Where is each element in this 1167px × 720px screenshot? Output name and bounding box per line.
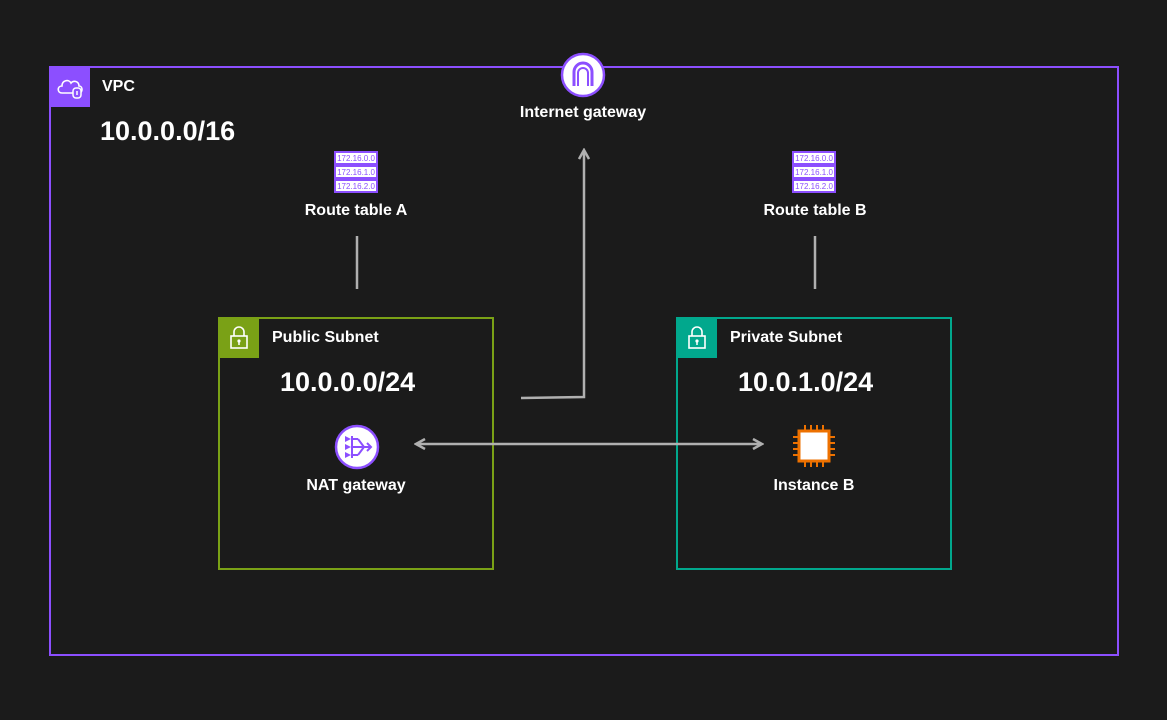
- route-entry: 172.16.1.0: [337, 168, 375, 177]
- nat-to-internet-gateway-arrow: [520, 150, 584, 400]
- public-subnet-cidr: 10.0.0.0/24: [280, 367, 416, 397]
- instance-b-label: Instance B: [773, 477, 855, 494]
- route-entry: 172.16.0.0: [337, 154, 375, 163]
- private-subnet-badge: [676, 317, 717, 358]
- route-table-b-label: Route table B: [763, 202, 867, 219]
- public-subnet-badge: [218, 317, 259, 358]
- route-table-icon: 172.16.0.0 172.16.1.0 172.16.2.0: [334, 151, 378, 193]
- route-entry: 172.16.0.0: [795, 154, 833, 163]
- public-subnet-group: Public Subnet 10.0.0.0/24: [218, 317, 494, 570]
- private-subnet-label: Private Subnet: [730, 329, 843, 346]
- route-entry: 172.16.2.0: [795, 182, 833, 191]
- route-entry: 172.16.2.0: [337, 182, 375, 191]
- vpc-cidr: 10.0.0.0/16: [100, 116, 236, 146]
- vpc-label: VPC: [102, 78, 135, 95]
- lock-icon: [229, 325, 248, 349]
- route-entry: 172.16.1.0: [795, 168, 833, 177]
- nat-gateway-icon: [334, 424, 380, 470]
- nat-gateway-label: NAT gateway: [306, 477, 406, 494]
- internet-gateway-label: Internet gateway: [519, 104, 647, 121]
- lock-icon: [687, 325, 706, 349]
- vpc-badge: [49, 66, 90, 107]
- vpc-cloud-icon: [56, 79, 83, 99]
- ec2-instance-icon: [793, 425, 835, 467]
- private-subnet-cidr: 10.0.1.0/24: [738, 367, 874, 397]
- public-subnet-label: Public Subnet: [272, 329, 379, 346]
- internet-gateway-icon: [560, 52, 606, 98]
- private-subnet-group: Private Subnet 10.0.1.0/24: [676, 317, 952, 570]
- route-table-a-label: Route table A: [304, 202, 408, 219]
- route-table-icon: 172.16.0.0 172.16.1.0 172.16.2.0: [792, 151, 836, 193]
